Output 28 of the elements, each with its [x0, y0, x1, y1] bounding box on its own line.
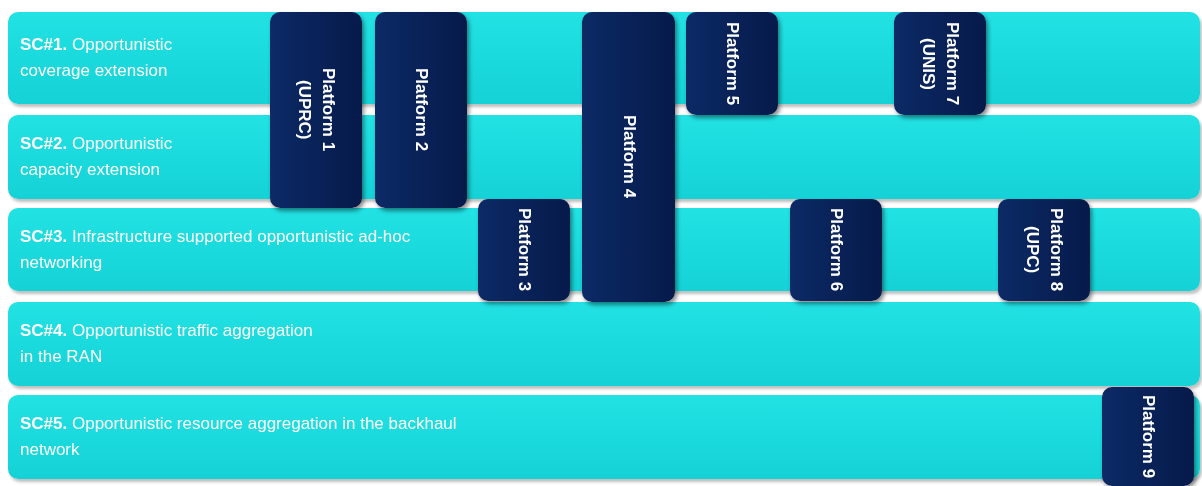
platform-box [686, 12, 778, 115]
platform-label: Platform 8 [1046, 208, 1066, 292]
platform-label: Platform 1 [318, 68, 338, 152]
scenario-label: SC#1. Opportunistic coverage extension [20, 34, 174, 82]
platform-label: Platform 5 [722, 21, 742, 106]
scenario-label: SC#3. Infrastructure supported opportunistic ad-hoc networking [20, 225, 412, 274]
platform-box [582, 12, 675, 302]
platform-label: (UPC) [1022, 226, 1042, 274]
scenario-band [8, 395, 1200, 479]
platform-label: Platform 4 [618, 115, 639, 199]
platform-box [790, 199, 882, 301]
platform-label: (UNIS) [918, 37, 938, 90]
platform-label: Platform 3 [514, 208, 534, 292]
scenario-label: SC#2. Opportunistic capacity extension [20, 133, 174, 181]
platform-label: (UPRC) [294, 80, 314, 140]
platform-box [894, 12, 986, 115]
platform-box [998, 199, 1090, 301]
platform-label: Platform 6 [826, 208, 846, 292]
scenario-label: SC#5. Opportunistic resource aggregation in the backhaul network [20, 413, 458, 461]
platform-label: Platform 7 [942, 21, 962, 106]
scenario-label: SC#4. Opportunistic traffic aggregation in the RAN [20, 320, 314, 368]
platform-box [270, 12, 362, 208]
platform-box [1102, 387, 1194, 486]
platform-label: Platform 2 [411, 68, 431, 152]
platform-label: Platform 9 [1138, 394, 1158, 479]
scenario-band [8, 302, 1200, 386]
platform-box [375, 12, 467, 208]
platform-box [478, 199, 570, 301]
